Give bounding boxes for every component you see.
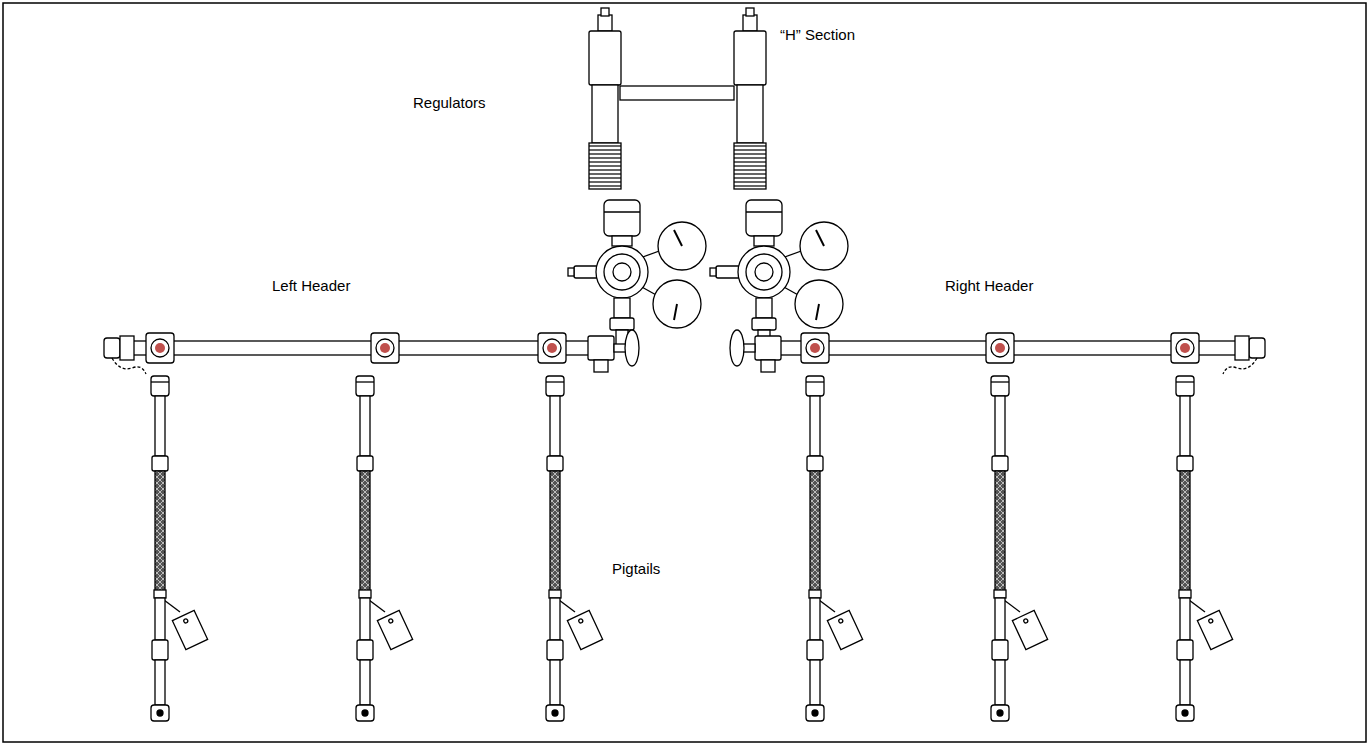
part-label: Left Header — [272, 277, 350, 295]
part-label: “H” Section — [780, 26, 855, 44]
part-label: Right Header — [945, 277, 1033, 295]
part-label: Pigtails — [612, 560, 660, 578]
part-label: Regulators — [413, 94, 486, 112]
